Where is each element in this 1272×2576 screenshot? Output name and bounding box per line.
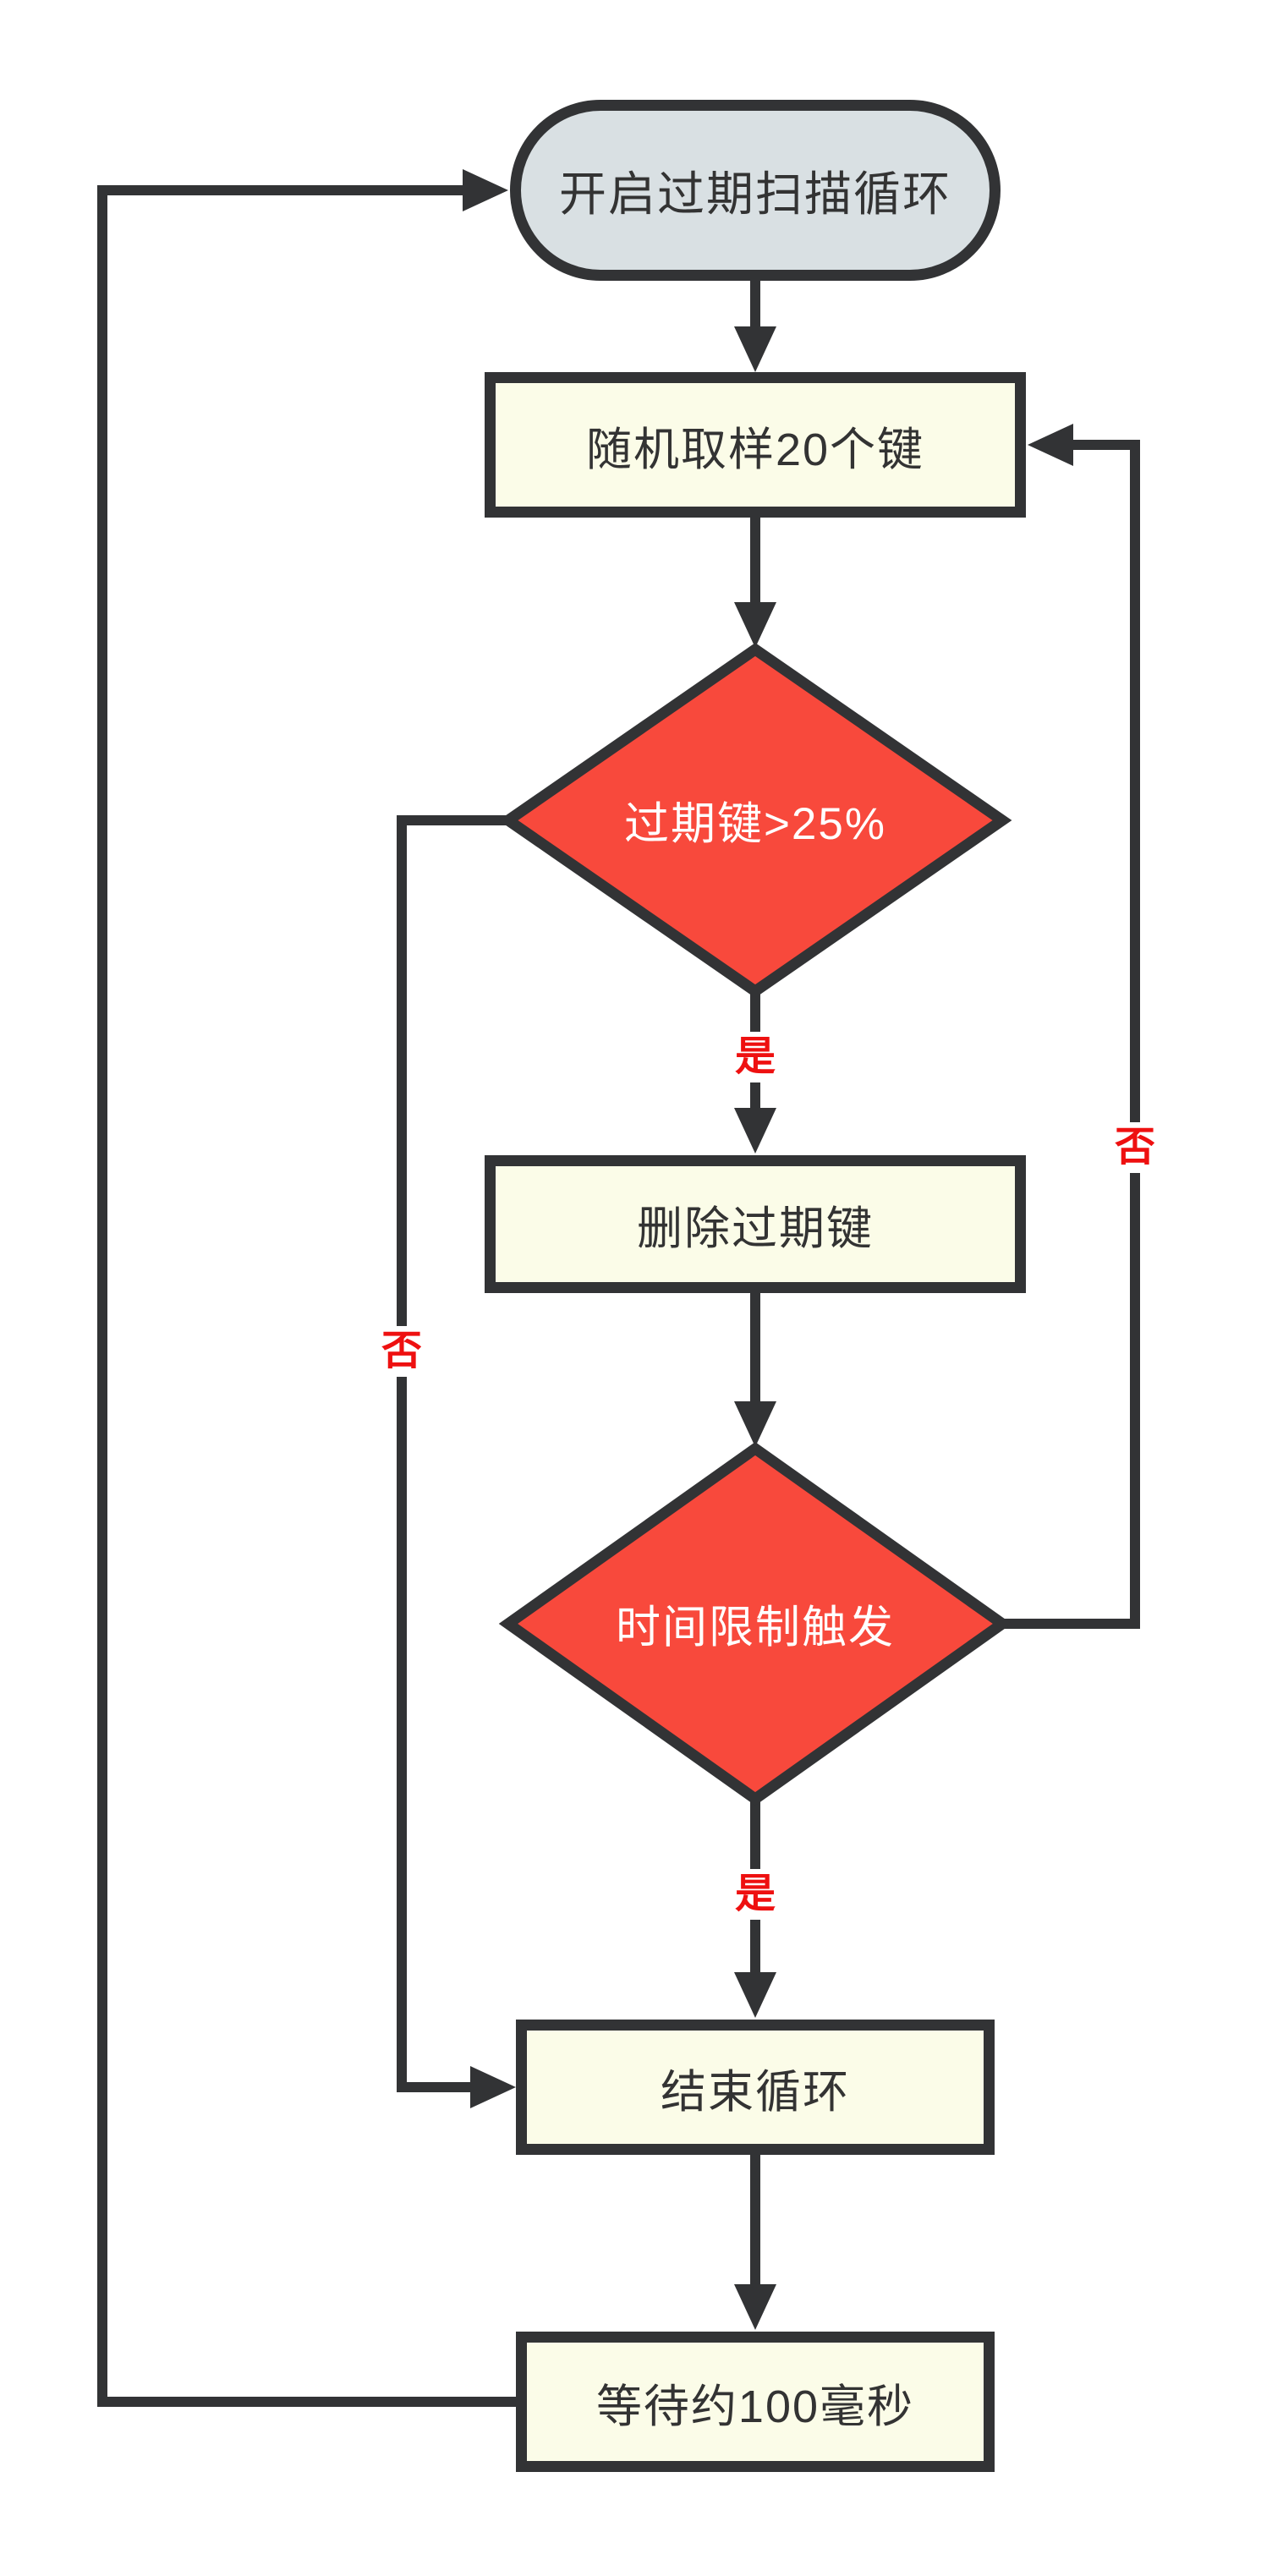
end-loop-node: 结束循环 — [516, 2020, 995, 2155]
edge-wait-loop-to-start — [97, 185, 516, 2407]
arrowhead-into-end-left — [470, 2066, 516, 2108]
end-loop-label: 结束循环 — [661, 2066, 850, 2118]
edge-label-yes-1: 是 — [727, 1032, 783, 1082]
arrowhead-into-wait — [734, 2284, 776, 2330]
sample-keys-node: 随机取样20个键 — [485, 372, 1026, 518]
ratio-decision-diamond — [498, 643, 1012, 998]
arrowhead-into-time-decision — [734, 1401, 776, 1447]
sample-keys-label: 随机取样20个键 — [585, 424, 925, 475]
start-node: 开启过期扫描循环 — [510, 100, 1001, 281]
time-limit-decision-label: 时间限制触发 — [616, 1603, 895, 1652]
arrowhead-into-start-left — [463, 169, 508, 211]
wait-node: 等待约100毫秒 — [516, 2332, 995, 2472]
edge-label-yes-2: 是 — [727, 1869, 783, 1920]
arrowhead-into-sample-top — [734, 326, 776, 372]
start-node-label: 开启过期扫描循环 — [559, 167, 951, 221]
arrowhead-into-sample-right — [1028, 424, 1073, 466]
ratio-decision-label: 过期键>25% — [623, 799, 887, 849]
edge-label-no-right: 否 — [1107, 1122, 1163, 1173]
delete-expired-node: 删除过期键 — [485, 1155, 1026, 1293]
edge-time-no-to-sample — [1002, 440, 1140, 1629]
edge-label-no-left: 否 — [374, 1326, 430, 1377]
wait-label: 等待约100毫秒 — [595, 2381, 915, 2432]
arrowhead-into-end-top — [734, 1972, 776, 2018]
arrowhead-into-delete — [734, 1108, 776, 1154]
arrowhead-into-ratio-decision — [734, 602, 776, 648]
time-limit-decision-diamond — [498, 1442, 1012, 1806]
edge-ratio-no-to-end — [397, 815, 508, 2092]
delete-expired-label: 删除过期键 — [637, 1203, 874, 1254]
